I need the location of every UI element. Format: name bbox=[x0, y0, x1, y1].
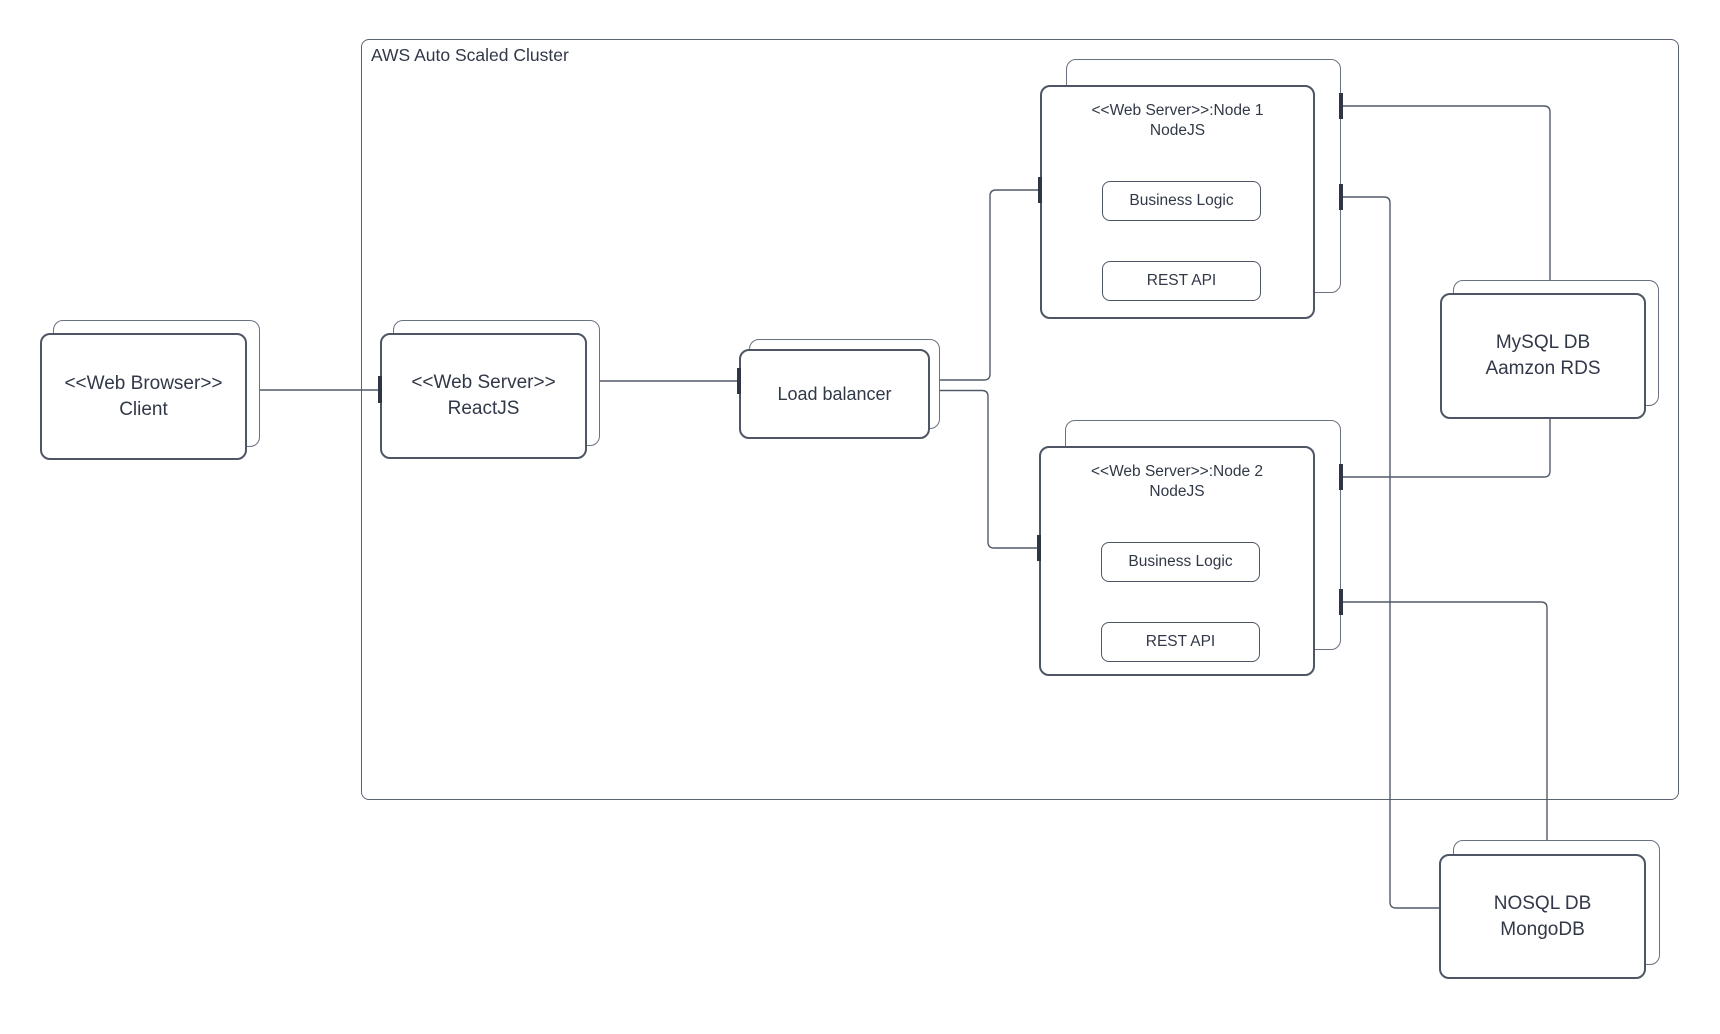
node2-box: <<Web Server>>:Node 2 NodeJS Business Lo… bbox=[1039, 420, 1341, 676]
node1-box: <<Web Server>>:Node 1 NodeJS Business Lo… bbox=[1040, 59, 1341, 319]
node1-rest-api-box: REST API bbox=[1102, 261, 1261, 301]
load-balancer-label: Load balancer bbox=[777, 383, 892, 404]
node2-subtitle: NodeJS bbox=[1149, 483, 1205, 501]
nosql-db-box-front: NOSQL DB MongoDB bbox=[1439, 854, 1646, 979]
node1-business-logic-label: Business Logic bbox=[1129, 192, 1234, 209]
node1-business-logic-box: Business Logic bbox=[1102, 181, 1261, 221]
node1-rest-api-label: REST API bbox=[1146, 272, 1217, 289]
node1-box-front: <<Web Server>>:Node 1 NodeJS Business Lo… bbox=[1040, 85, 1315, 319]
client-box: <<Web Browser>> Client bbox=[40, 320, 260, 460]
react-name: ReactJS bbox=[447, 398, 520, 419]
client-box-front: <<Web Browser>> Client bbox=[40, 333, 247, 460]
node2-business-logic-label: Business Logic bbox=[1128, 553, 1233, 570]
node1-title: <<Web Server>>:Node 1 bbox=[1091, 102, 1264, 119]
react-server-box: <<Web Server>> ReactJS bbox=[380, 320, 600, 459]
react-stereotype: <<Web Server>> bbox=[411, 372, 556, 394]
aws-cluster-title: AWS Auto Scaled Cluster bbox=[371, 45, 569, 65]
nosql-db-box: NOSQL DB MongoDB bbox=[1439, 840, 1660, 979]
node2-rest-api-label: REST API bbox=[1145, 633, 1216, 650]
react-server-box-front: <<Web Server>> ReactJS bbox=[380, 333, 587, 459]
client-name: Client bbox=[119, 398, 168, 420]
load-balancer-box-front: Load balancer bbox=[739, 349, 930, 439]
mysql-db-box-front: MySQL DB Aamzon RDS bbox=[1440, 293, 1646, 419]
node1-subtitle: NodeJS bbox=[1149, 122, 1206, 140]
load-balancer-box: Load balancer bbox=[739, 339, 940, 439]
node2-rest-api-box: REST API bbox=[1101, 622, 1260, 662]
nosql-db-line2: MongoDB bbox=[1500, 918, 1585, 940]
node2-title: <<Web Server>>:Node 2 bbox=[1090, 463, 1264, 480]
client-stereotype: <<Web Browser>> bbox=[64, 372, 223, 394]
node2-business-logic-box: Business Logic bbox=[1101, 542, 1260, 582]
mysql-db-line2: Aamzon RDS bbox=[1485, 358, 1601, 379]
mysql-db-box: MySQL DB Aamzon RDS bbox=[1440, 280, 1659, 419]
nosql-db-line1: NOSQL DB bbox=[1493, 892, 1592, 914]
mysql-db-line1: MySQL DB bbox=[1495, 332, 1591, 354]
node2-box-front: <<Web Server>>:Node 2 NodeJS Business Lo… bbox=[1039, 446, 1315, 676]
aws-cluster-container: AWS Auto Scaled Cluster bbox=[361, 39, 1679, 800]
